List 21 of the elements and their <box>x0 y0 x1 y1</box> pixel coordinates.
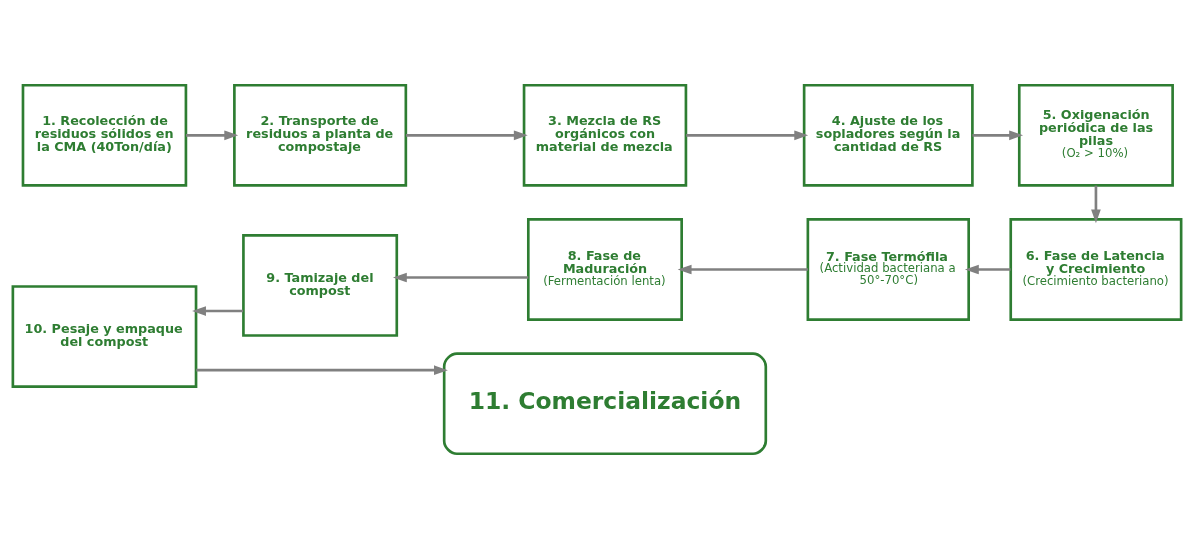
node-box: 5. Oxigenación periódica de las pilas (O₂ > 10%) <box>1017 83 1174 187</box>
arrow <box>196 364 448 375</box>
arrow <box>405 129 528 140</box>
node-box: 7. Fase Termófila (Actividad bacteriana a 50°-70°C) <box>806 217 970 321</box>
arrow <box>392 272 529 282</box>
arrow <box>686 129 809 140</box>
node-box: 6. Fase de Latencia y Crecimiento (Crecimiento bacteriano) <box>1009 217 1183 321</box>
node-box: 2. Transporte de residuos a planta de compostaje <box>233 83 408 187</box>
node-box: 9. Tamizaje del compost <box>242 233 399 337</box>
arrow <box>192 305 244 316</box>
arrow <box>677 264 808 274</box>
arrow <box>186 129 239 140</box>
node-box: 4. Ajuste de los sopladores según la cantidad de RS <box>802 83 974 187</box>
arrow <box>964 264 1011 274</box>
node-box: 3. Mezcla de RS orgánicos con material de mezcla <box>522 83 688 187</box>
arrow <box>1091 185 1101 223</box>
arrow <box>972 129 1024 140</box>
node-box: 1. Recolección de residuos sólidos en la CMA (40Ton/día) <box>21 83 188 187</box>
node-box: 8. Fase de Maduración (Fermentación lenta) <box>526 217 683 321</box>
node-box: 10. Pesaje y empaque del compost <box>11 284 198 388</box>
node-box: 11. Comercialización <box>442 351 768 455</box>
